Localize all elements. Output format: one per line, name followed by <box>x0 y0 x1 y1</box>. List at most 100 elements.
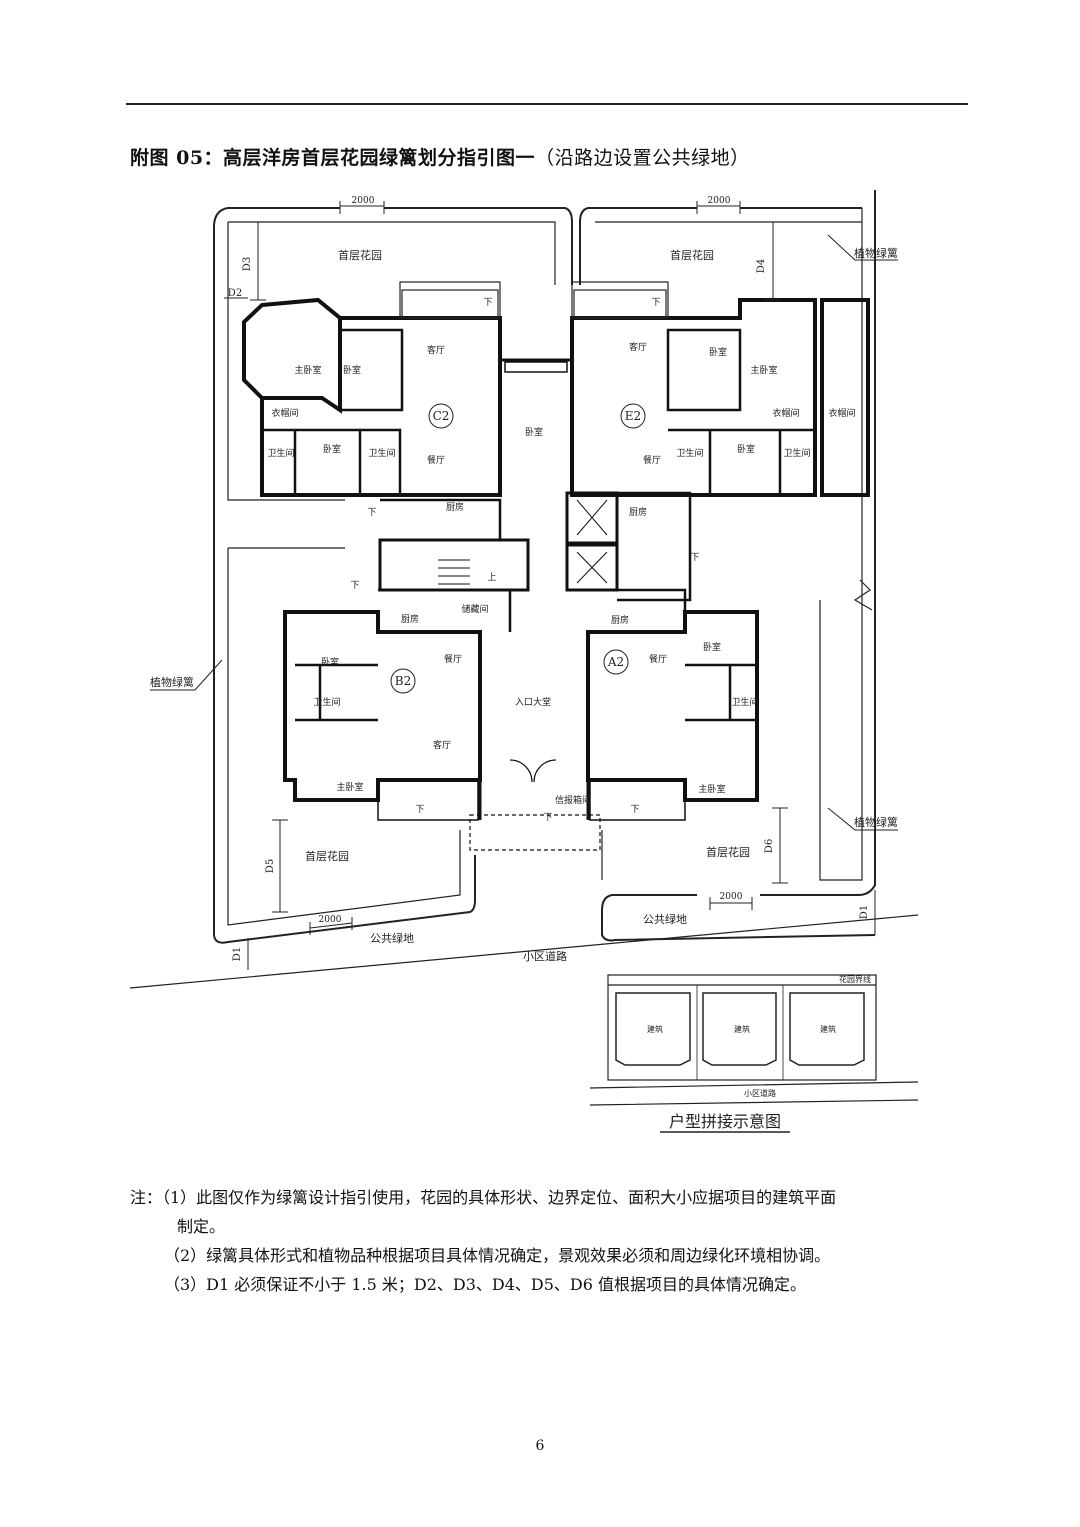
a2-inner-walls <box>685 663 757 722</box>
c2-bath-1-label: 卫生间 <box>267 447 294 459</box>
inset-building-3 <box>789 992 865 1066</box>
unit-tag-c2 <box>428 403 454 429</box>
b2-kitchen-label: 厨房 <box>401 613 419 625</box>
inset-boundary-label: 花园界线 <box>839 974 871 984</box>
dim-2000-bottom-left-line <box>309 917 353 935</box>
b2-storage-label: 储藏间 <box>461 603 488 615</box>
road-label: 小区道路 <box>523 949 567 963</box>
dim-2000-top-left-line <box>339 201 385 214</box>
c2-inner-walls <box>262 428 402 495</box>
dim-d5: D5 <box>265 859 276 873</box>
hedge-label-left: 植物绿篱 <box>150 675 194 689</box>
dim-2000-top-right: 2000 <box>708 196 731 206</box>
inset-road-label: 小区道路 <box>744 1088 776 1098</box>
down-label-1: 下 <box>483 298 492 308</box>
hedge-leader-2 <box>150 659 223 691</box>
e2-bedroom-walls <box>666 328 742 412</box>
adjacent-unit-outline <box>820 298 870 497</box>
garden-boundary-left <box>213 207 476 944</box>
dim-d3: D3 <box>242 257 253 271</box>
e2-kitchen-walls <box>617 491 692 602</box>
e2-bedroom2-label: 卧室 <box>737 443 755 455</box>
figure-title: 附图 05：高层洋房首层花园绿篱划分指引图一（沿路边设置公共绿地） <box>130 143 750 170</box>
c2-bedroom-walls <box>340 328 404 412</box>
inset-building-label-3: 建筑 <box>820 1024 836 1034</box>
down-label-6: 下 <box>543 813 552 823</box>
down-label-4: 下 <box>350 581 359 591</box>
break-mark <box>853 579 873 611</box>
down-label-2: 下 <box>651 298 660 308</box>
dim-d6: D6 <box>764 839 775 853</box>
e2-living-label: 客厅 <box>629 341 647 353</box>
e2-kitchen-label: 厨房 <box>629 506 647 518</box>
e2-outline <box>570 298 817 497</box>
header-rule <box>126 103 968 105</box>
dim-2000-bottom-left: 2000 <box>319 915 342 925</box>
c2-kitchen-label: 厨房 <box>446 501 464 513</box>
public-green-right: 公共绿地 <box>643 912 687 926</box>
garden-label-top-right: 首层花园 <box>670 248 714 262</box>
garden-label-top-left: 首层花园 <box>338 248 382 262</box>
inset-building-1 <box>615 992 691 1066</box>
hedge-label-bottom-right: 植物绿篱 <box>854 815 898 829</box>
a2-kitchen-label: 厨房 <box>611 614 629 626</box>
c2-bedroom2-label: 卧室 <box>323 443 341 455</box>
a2-terrace <box>589 779 686 821</box>
e2-bath-1-label: 卫生间 <box>676 447 703 459</box>
c2-master-bay <box>242 297 342 414</box>
dim-d6-line <box>772 807 788 884</box>
dim-d5-line <box>272 819 288 913</box>
hedge-inner-top-left <box>228 221 556 285</box>
b2-bath-label: 卫生间 <box>313 696 340 708</box>
dim-d1-right: D1 <box>859 905 870 919</box>
e2-balcony-inner <box>573 289 667 319</box>
unit-tag-a2 <box>603 649 629 675</box>
e2-bedroom-label: 卧室 <box>709 346 727 358</box>
c2-closet-label: 衣帽间 <box>271 407 298 419</box>
road-edge-line <box>129 914 919 989</box>
inset-frame <box>607 974 877 1081</box>
unit-tag-b2 <box>390 668 416 694</box>
c2-balcony-inner <box>401 289 499 319</box>
page-number: 6 <box>535 1438 545 1454</box>
unit-tag-c2-text: C2 <box>433 409 450 423</box>
e2-master-label: 主卧室 <box>750 364 777 376</box>
unit-tag-b2-text: B2 <box>395 674 411 688</box>
hedge-inner-left-lower <box>227 548 461 926</box>
e2-closet-label: 衣帽间 <box>772 407 799 419</box>
dim-d3-line <box>250 221 266 301</box>
entrance-canopy <box>469 814 601 851</box>
inset-road-lines <box>589 1081 919 1106</box>
dim-2000-top-left: 2000 <box>352 196 375 206</box>
note-3: （3）D1 必须保证不小于 1.5 米；D2、D3、D4、D5、D6 值根据项目… <box>164 1275 807 1294</box>
a2-bedroom-label: 卧室 <box>703 641 721 653</box>
lobby-walls <box>478 632 590 820</box>
c2-kitchen-walls <box>380 498 502 540</box>
inset-caption: 户型拼接示意图 <box>669 1112 781 1131</box>
inset-building-label-2: 建筑 <box>734 1024 750 1034</box>
a2-master-label: 主卧室 <box>698 783 725 795</box>
down-label-5: 下 <box>415 805 424 815</box>
unit-tag-a2-text: A2 <box>607 655 624 669</box>
garden-boundary-right <box>760 190 876 896</box>
lobby-label: 入口大堂 <box>515 696 551 708</box>
e2-bath-2-label: 卫生间 <box>783 447 810 459</box>
inset-building-2 <box>702 992 777 1066</box>
elevator-1 <box>565 491 619 545</box>
inset-building-label-1: 建筑 <box>647 1024 663 1034</box>
figure-title-main: 附图 05：高层洋房首层花园绿篱划分指引图一 <box>130 147 536 169</box>
note-1-cont: 制定。 <box>177 1217 226 1236</box>
unit-tag-e2-text: E2 <box>625 409 641 423</box>
b2-living-label: 客厅 <box>433 739 451 751</box>
dim-d2: D2 <box>228 288 242 299</box>
garden-label-bottom-left: 首层花园 <box>305 849 349 863</box>
garden-label-bottom-right: 首层花园 <box>706 845 750 859</box>
dim-d4: D4 <box>756 259 767 273</box>
inset-dividers <box>696 985 784 1080</box>
down-label-3: 下 <box>367 508 376 518</box>
notes-block: 注：（1）此图仅作为绿篱设计指引使用，花园的具体形状、边界定位、面积大小应据项目… <box>130 1183 980 1299</box>
a2-dining-label: 餐厅 <box>649 653 667 665</box>
elevator-1-cross <box>576 499 608 536</box>
dim-2000-bottom-right-line <box>709 897 753 910</box>
stair-block <box>378 538 530 592</box>
